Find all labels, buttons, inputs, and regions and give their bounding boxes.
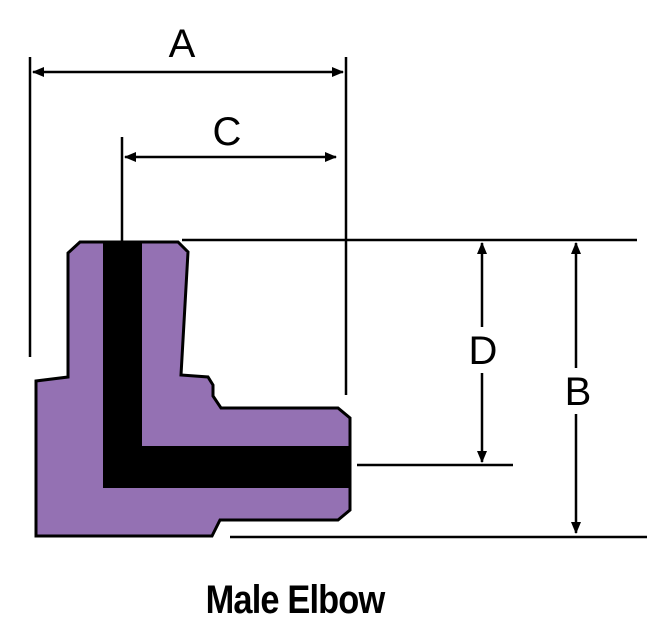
- dimension-label-b: B: [565, 370, 592, 414]
- label-gap-b: [558, 368, 596, 414]
- dimension-label-c: C: [213, 110, 242, 154]
- dimension-label-d: D: [469, 329, 498, 373]
- fitting-body: [34, 240, 352, 538]
- dimension-label-a: A: [169, 22, 196, 66]
- bore-passage: [103, 242, 350, 488]
- diagram-caption: Male Elbow: [205, 578, 386, 622]
- label-gap-d: [466, 327, 500, 373]
